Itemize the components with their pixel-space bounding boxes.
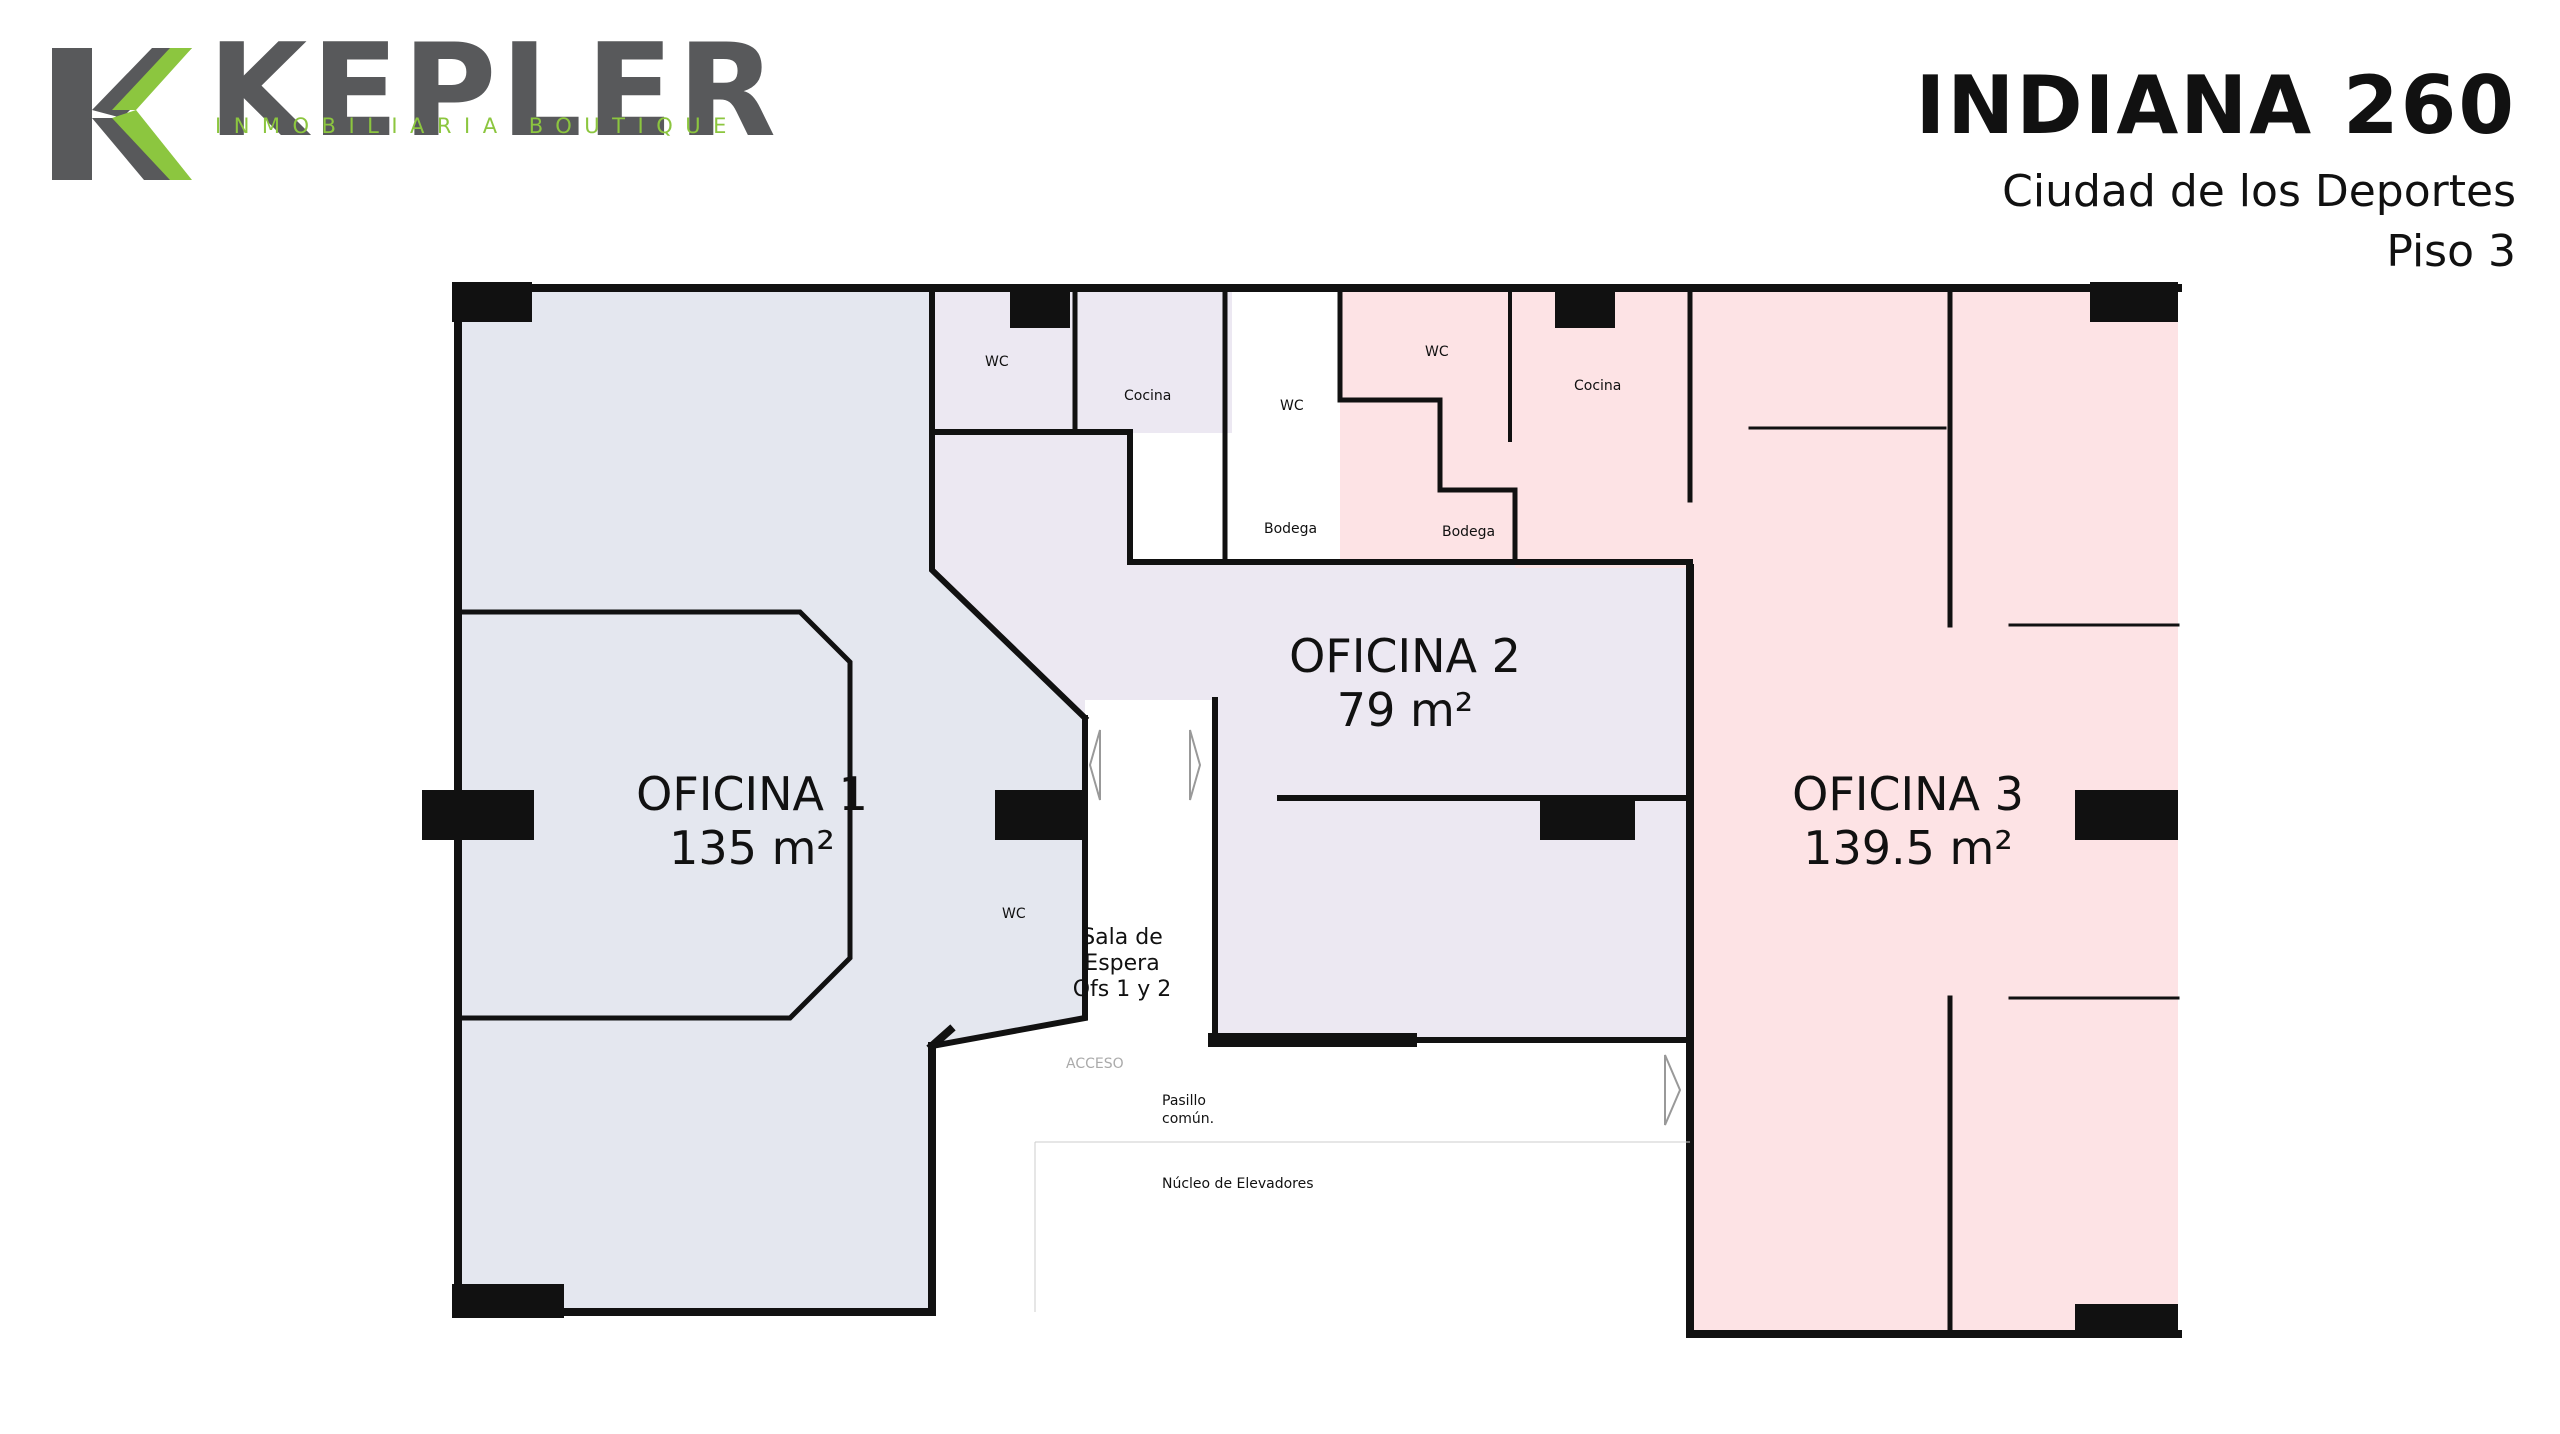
access-label: ACCESO xyxy=(1066,1056,1124,1072)
wc-label-3: WC xyxy=(1425,344,1449,360)
elevators-label: Núcleo de Elevadores xyxy=(1162,1176,1314,1192)
kitchen-label-1: Cocina xyxy=(1124,388,1171,404)
title-block: INDIANA 260 Ciudad de los Deportes Piso … xyxy=(1915,66,2516,282)
wc-label-1: WC xyxy=(985,354,1009,370)
office-2-name: OFICINA 2 xyxy=(1289,629,1521,683)
kitchen-label-2: Cocina xyxy=(1574,378,1621,394)
hallway-label-2: común. xyxy=(1162,1111,1214,1127)
office-1-area-label: 135 m² xyxy=(669,821,835,875)
wc-label-4: WC xyxy=(1002,906,1026,922)
kepler-logo xyxy=(52,48,752,188)
office-3-name: OFICINA 3 xyxy=(1792,767,2024,821)
brand-tagline: INMOBILIARIA BOUTIQUE xyxy=(215,114,739,138)
brand-name: KEPLER xyxy=(208,17,780,166)
waiting-room-line-1: Sala de xyxy=(1081,925,1163,950)
office-2-area-label: 79 m² xyxy=(1337,683,1473,737)
waiting-room[interactable] xyxy=(1085,712,1215,1042)
hallway-label-1: Pasillo xyxy=(1162,1093,1206,1109)
office-2-area[interactable] xyxy=(932,432,1690,1040)
office-3-area-label: 139.5 m² xyxy=(1803,821,2013,875)
office-3-area[interactable] xyxy=(1340,288,2178,1334)
floor-label: Piso 3 xyxy=(2386,226,2516,277)
kepler-k-icon xyxy=(52,48,192,180)
waiting-room-line-2: Espera xyxy=(1084,951,1159,976)
page-title: INDIANA 260 xyxy=(1915,59,2516,152)
wc-label-2: WC xyxy=(1280,398,1304,414)
storage-label-1: Bodega xyxy=(1264,521,1317,537)
page-subtitle: Ciudad de los Deportes xyxy=(2002,166,2516,217)
storage-label-2: Bodega xyxy=(1442,524,1495,540)
office-1-name: OFICINA 1 xyxy=(636,767,868,821)
service-area xyxy=(932,288,1232,433)
waiting-room-line-3: Ofs 1 y 2 xyxy=(1073,977,1172,1002)
